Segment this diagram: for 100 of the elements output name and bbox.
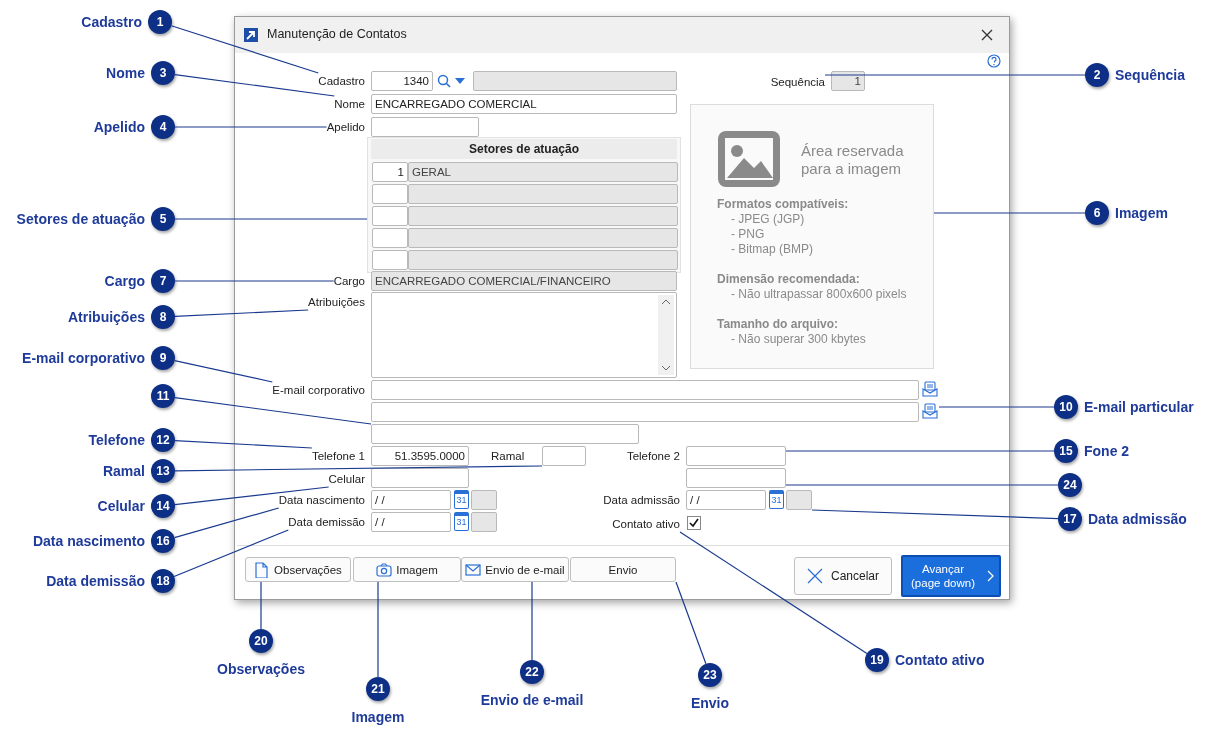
- leader-line: [174, 360, 273, 383]
- info-heading: Tamanho do arquivo:: [717, 317, 839, 331]
- email-icon: [922, 403, 939, 420]
- leader-line: [785, 450, 1055, 452]
- callout-label: Sequência: [1115, 67, 1186, 83]
- calendar-icon: 31: [454, 512, 469, 531]
- field-label: Telefone 1: [311, 448, 365, 464]
- info-item: - Não superar 300 kbytes: [731, 332, 866, 346]
- leader-line: [675, 581, 707, 665]
- input-field: [372, 250, 408, 270]
- callout-label: Data nascimento: [32, 533, 145, 549]
- field-label: Nome: [334, 96, 365, 112]
- leader-line: [170, 25, 319, 74]
- callout-number: 7: [151, 269, 175, 293]
- email-icon: [922, 381, 939, 398]
- callout-number: 12: [151, 428, 175, 452]
- info-heading: Dimensão recomendada:: [717, 272, 860, 286]
- input-field: [542, 446, 586, 466]
- leader-line: [679, 531, 868, 655]
- input-field: [471, 512, 497, 532]
- leader-line: [824, 74, 1086, 76]
- leader-line: [531, 581, 533, 661]
- field-label: Ramal: [491, 449, 525, 464]
- callout-label: Nome: [106, 65, 145, 81]
- leader-line: [377, 581, 379, 678]
- callout-number: 8: [151, 305, 175, 329]
- field-label: Data nascimento: [278, 492, 365, 508]
- callout-number: 23: [698, 663, 722, 687]
- callout-label: Imagem: [351, 709, 405, 725]
- dialog-window: [234, 16, 1010, 600]
- callout-label: Cadastro: [81, 14, 142, 30]
- field-label: Data admissão: [603, 493, 680, 508]
- leader-line: [811, 509, 1059, 520]
- leader-line: [174, 218, 368, 220]
- calendar-icon: 31: [454, 490, 469, 509]
- callout-label: E-mail corporativo: [22, 350, 145, 366]
- callout-number: 15: [1054, 439, 1078, 463]
- placeholder-heading: Área reservada para a imagem: [801, 142, 905, 178]
- callout-number: 2: [1085, 63, 1109, 87]
- input-field: / /: [686, 490, 766, 510]
- callout-label: Atribuições: [68, 309, 145, 325]
- callout-label: Observações: [217, 661, 305, 677]
- sectors-table: [367, 137, 681, 273]
- field-label: Apelido: [326, 119, 365, 135]
- input-field: ENCARREGADO COMERCIAL/FINANCEIRO: [371, 271, 677, 291]
- window-title: Manutenção de Contatos: [267, 27, 407, 41]
- table-header: Setores de atuação: [371, 139, 677, 159]
- callout-label: Celular: [97, 498, 145, 514]
- callout-label: Fone 2: [1084, 443, 1130, 459]
- callout-label: Contato ativo: [895, 652, 985, 668]
- leader-line: [174, 486, 330, 506]
- leader-line: [174, 309, 309, 317]
- action-button: Observações: [245, 557, 351, 582]
- callout-label: Envio de e-mail: [480, 692, 584, 708]
- input-field: [408, 228, 678, 248]
- callout-number: 13: [151, 459, 175, 483]
- input-field: [372, 206, 408, 226]
- field-label: Sequência: [770, 74, 825, 90]
- input-field: 51.3595.0000: [371, 446, 469, 466]
- action-button: Envio de e-mail: [461, 557, 569, 582]
- info-item: - Bitmap (BMP): [731, 242, 813, 256]
- input-field: [371, 424, 639, 444]
- input-field: [686, 468, 786, 488]
- callout-number: 9: [151, 346, 175, 370]
- action-button: Imagem: [353, 557, 461, 582]
- info-item: - Não ultrapassar 800x600 pixels: [731, 287, 907, 301]
- leader-line: [174, 465, 543, 472]
- input-field: [473, 71, 677, 91]
- field-label: Contato ativo: [612, 516, 680, 532]
- field-label: Celular: [328, 471, 365, 487]
- callout-number: 3: [151, 61, 175, 85]
- callout-label: E-mail particular: [1084, 399, 1194, 415]
- input-field: [471, 490, 497, 510]
- field-label: Cargo: [333, 273, 365, 289]
- next-button: Avançar (page down): [901, 555, 1001, 597]
- callout-number: 24: [1058, 473, 1082, 497]
- leader-line: [174, 74, 335, 97]
- info-item: - JPEG (JGP): [731, 212, 805, 226]
- leader-line: [174, 126, 328, 128]
- field-label: Data demissão: [288, 514, 365, 530]
- input-field: GERAL: [408, 162, 678, 182]
- callout-number: 22: [520, 660, 544, 684]
- callout-number: 14: [151, 494, 175, 518]
- callout-number: 6: [1085, 201, 1109, 225]
- leader-line: [785, 484, 1059, 486]
- callout-label: Data demissão: [46, 573, 145, 589]
- callout-label: Apelido: [93, 119, 145, 135]
- callout-number: 20: [249, 629, 273, 653]
- callout-label: Telefone: [88, 432, 145, 448]
- leader-line: [938, 406, 1055, 408]
- leader-line: [173, 529, 289, 578]
- callout-number: 21: [366, 677, 390, 701]
- callout-number: 11: [151, 384, 175, 408]
- leader-line: [260, 581, 262, 630]
- callout-number: 19: [865, 648, 889, 672]
- input-field: [371, 402, 919, 422]
- callout-number: 17: [1058, 507, 1082, 531]
- input-field: 1340: [371, 71, 433, 91]
- field-label: Atribuições: [308, 294, 365, 310]
- callout-label: Imagem: [1115, 205, 1168, 221]
